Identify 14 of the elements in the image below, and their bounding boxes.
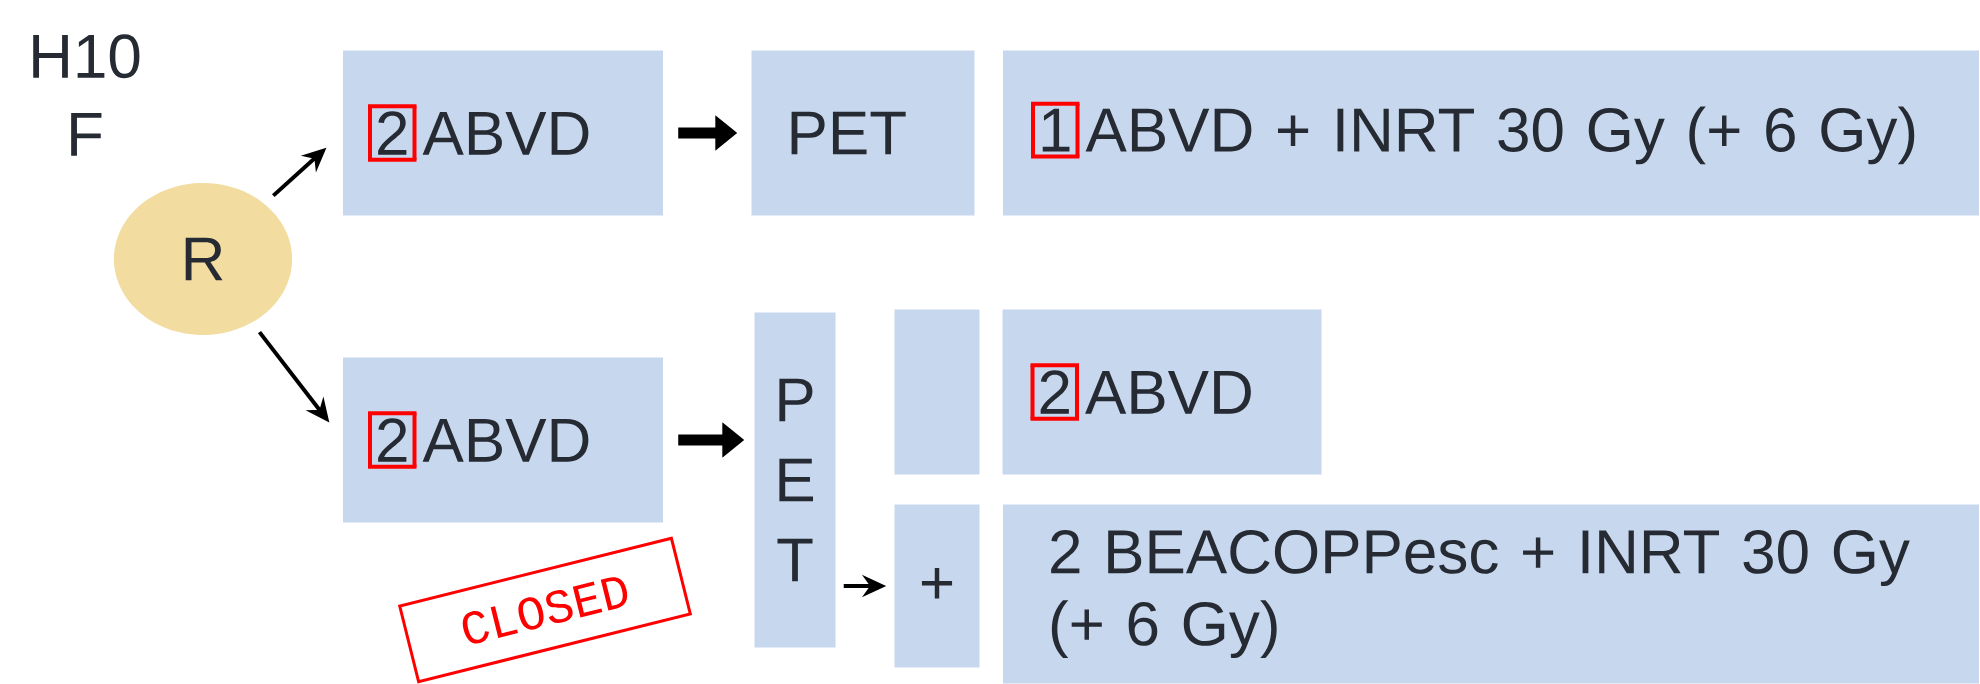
treatment-box: P E T xyxy=(754,312,836,648)
treatment-box: 2 ABVD xyxy=(1002,309,1322,475)
highlight-frame: 2 xyxy=(368,411,417,469)
treatment-box: + xyxy=(894,504,980,668)
treatment-box: 2 ABVD xyxy=(343,357,663,523)
treatment-box: 2 ABVD xyxy=(343,50,663,216)
highlight-frame: 1 xyxy=(1031,101,1080,159)
treatment-box: 1 ABVD + INRT 30 Gy (+ 6 Gy) xyxy=(1003,50,1979,216)
highlight-frame: 2 xyxy=(1030,363,1079,421)
highlight-frame: 2 xyxy=(368,104,417,162)
treatment-box: 2 BEACOPPesc + INRT 30 Gy (+ 6 Gy) xyxy=(1003,504,1979,684)
treatment-box: PET xyxy=(751,50,975,216)
title: H10 F xyxy=(33,34,140,156)
empty-box xyxy=(894,309,980,475)
